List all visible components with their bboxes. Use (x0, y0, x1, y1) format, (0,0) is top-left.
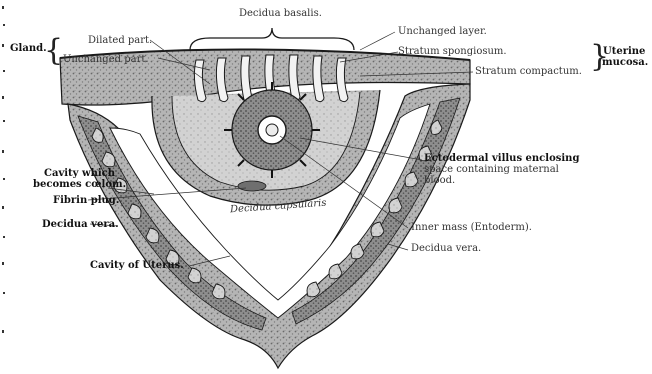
label-cavity-coelom-1: Cavity which (44, 168, 115, 179)
label-cavity-coelom-2: becomes cœlom. (33, 179, 126, 190)
label-dilated-part: Dilated part. (88, 35, 152, 46)
inner-mass-core (266, 124, 278, 136)
fibrin-plug (238, 181, 266, 191)
label-ectodermal-villus-2: space containing maternal (424, 164, 559, 175)
label-gland: Gland. (10, 43, 47, 54)
label-decidua-basalis: Decidua basalis. (239, 8, 322, 19)
label-unchanged-part: Unchanged part. (63, 54, 149, 65)
label-unchanged-layer: Unchanged layer. (398, 26, 487, 37)
label-stratum-spongiosum: Stratum spongiosum. (398, 46, 507, 57)
decidua-basalis-bracket (190, 28, 354, 50)
label-decidua-vera-right: Decidua vera. (411, 243, 481, 254)
label-decidua-vera-left: Decidua vera. (42, 219, 119, 230)
label-fibrin-plug: Fibrin plug. (53, 195, 119, 206)
label-cavity-of-uterus: Cavity of Uterus. (90, 260, 184, 271)
label-uterine-mucosa-2: mucosa. (602, 57, 648, 68)
page-margin-marks (2, 6, 5, 333)
label-uterine-mucosa-1: Uterine (603, 46, 645, 57)
label-inner-mass: Inner mass (Entoderm). (411, 222, 532, 233)
label-ectodermal-villus-3: blood. (424, 175, 455, 186)
label-stratum-compactum: Stratum compactum. (475, 66, 582, 77)
gland-brace: { (44, 36, 63, 66)
label-ectodermal-villus-1: Ectodermal villus enclosing (424, 153, 579, 164)
